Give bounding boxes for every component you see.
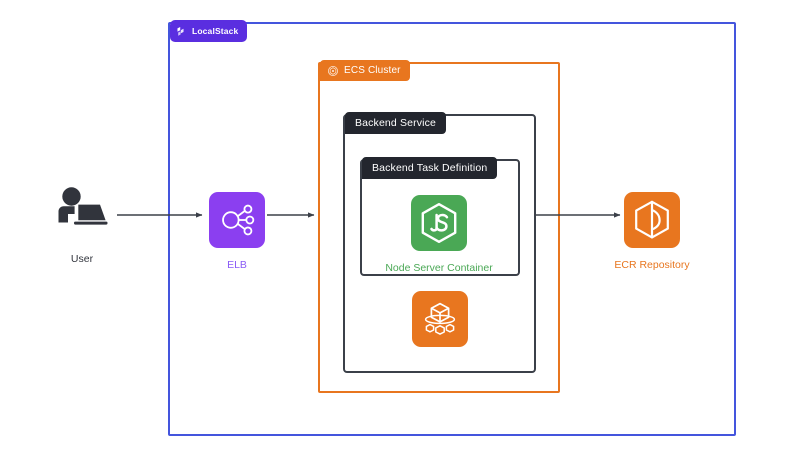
- user-label: User: [70, 253, 94, 265]
- ecs-cluster-badge: ECS Cluster: [320, 60, 410, 81]
- ecs-cluster-badge-label: ECS Cluster: [344, 64, 401, 76]
- node-server-container-label: Node Server Container: [385, 262, 493, 274]
- node-ecs-service-icon: [412, 291, 468, 347]
- user-laptop-icon: [52, 186, 112, 239]
- localstack-logo-icon: [176, 26, 187, 37]
- backend-task-definition-badge-label: Backend Task Definition: [372, 161, 488, 174]
- localstack-badge-label: LocalStack: [192, 25, 239, 36]
- localstack-badge: LocalStack: [170, 20, 248, 42]
- node-ecr-repository: ECR Repository: [614, 192, 690, 272]
- elb-label: ELB: [227, 259, 247, 271]
- node-user: User: [46, 186, 118, 266]
- aws-ecs-cube-icon: [412, 291, 468, 347]
- ecr-container-cube-icon: [624, 192, 680, 248]
- backend-service-badge: Backend Service: [345, 112, 447, 134]
- ecs-cluster-boundary: [318, 62, 560, 393]
- localstack-boundary: [168, 22, 736, 436]
- node-elb: ELB: [209, 192, 265, 272]
- ecr-repository-label: ECR Repository: [614, 259, 690, 271]
- node-node-server-container: Node Server Container: [385, 195, 493, 275]
- nodejs-js-hexagon-icon: [411, 195, 467, 251]
- backend-task-definition-badge: Backend Task Definition: [362, 157, 498, 179]
- elb-load-balancer-icon: [209, 192, 265, 248]
- ecs-cluster-icon: [327, 65, 339, 77]
- backend-service-badge-label: Backend Service: [355, 116, 437, 129]
